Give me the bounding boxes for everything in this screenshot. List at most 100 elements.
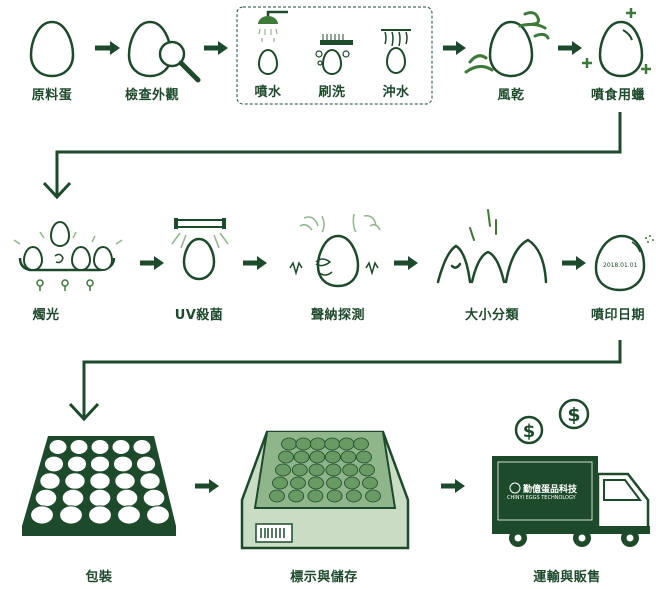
tray-egg [112, 455, 134, 473]
tray-egg [43, 455, 65, 473]
storage-box-icon [240, 430, 410, 550]
box-egg [281, 437, 297, 451]
sort-eggs-icon [436, 238, 548, 284]
box-egg [362, 476, 378, 490]
step-label-brush: 刷洗 [318, 85, 346, 100]
truck-brand: 勤億蛋品科技 [523, 485, 578, 495]
tray-egg [146, 505, 170, 525]
box-egg [293, 450, 310, 464]
tray-egg [30, 505, 54, 525]
magnifier-icon [158, 40, 201, 83]
connector-line [82, 340, 622, 418]
box-egg [324, 437, 341, 451]
sparkle-icon [582, 8, 651, 74]
box-egg [308, 476, 324, 490]
tray-egg [117, 505, 141, 525]
step-label-pack: 包裝 [85, 570, 113, 585]
box-egg [308, 463, 325, 477]
tray-egg [89, 472, 111, 490]
tray-egg [88, 505, 112, 525]
box-egg [345, 489, 362, 503]
tray-egg [69, 439, 89, 455]
tray-egg [61, 488, 85, 508]
box-egg [307, 489, 324, 503]
step-label-sonar: 聲納探測 [310, 308, 366, 323]
box-egg [309, 450, 326, 464]
tray-egg [59, 505, 83, 525]
tray-egg [135, 455, 157, 473]
step-label-wax: 噴食用蠟 [590, 88, 646, 103]
tray-egg [114, 472, 136, 490]
truck-icon [492, 456, 650, 547]
svg-text:$: $ [523, 421, 536, 442]
box-egg [342, 463, 359, 477]
tray-egg [90, 439, 110, 455]
step-label-sort: 大小分類 [464, 308, 520, 323]
connector-arrow-head [68, 402, 100, 422]
box-egg [324, 450, 341, 464]
box-egg [325, 463, 342, 477]
step-label-uv: UV殺菌 [174, 308, 224, 323]
tray-egg [89, 455, 111, 473]
box-egg [309, 437, 326, 451]
egg-date-stamp: 2018.01.01 [603, 262, 638, 269]
step-label-spray-water: 噴水 [254, 85, 282, 100]
box-egg [275, 463, 291, 477]
brush-icon [315, 34, 353, 76]
wind-icon [464, 11, 550, 74]
rinse-icon [381, 29, 411, 75]
tray-egg [132, 439, 152, 455]
date-stamp-icon [594, 234, 654, 292]
step-label-inspect: 檢查外觀 [124, 88, 180, 103]
dry-egg-icon [488, 20, 534, 78]
step-label-dry: 風乾 [497, 88, 525, 103]
box-egg [340, 450, 357, 464]
dollar-coin-icon: $ $ [514, 398, 590, 445]
washing-group-box [236, 6, 433, 105]
egg-tray-icon [22, 436, 176, 536]
tray-egg [48, 439, 68, 455]
box-egg [359, 463, 375, 477]
box-egg [326, 489, 343, 503]
tray-egg [88, 488, 112, 508]
tray-egg [39, 472, 61, 490]
box-egg [365, 489, 381, 503]
tray-egg [64, 472, 86, 490]
connector-arrow-head [42, 181, 72, 200]
box-egg [344, 476, 360, 490]
box-egg [295, 437, 312, 451]
step-label-raw-egg: 原料蛋 [31, 88, 73, 103]
tray-egg [142, 488, 166, 508]
box-egg [338, 437, 355, 451]
connector-line [55, 112, 622, 196]
box-egg [288, 489, 305, 503]
tray-egg [139, 472, 161, 490]
sound-wave-icon [289, 213, 381, 288]
box-egg [290, 476, 306, 490]
box-egg [326, 476, 342, 490]
svg-text:$: $ [567, 404, 580, 426]
tray-egg [66, 455, 88, 473]
tray-egg [111, 439, 131, 455]
uv-lamp-icon [171, 218, 229, 281]
box-egg [269, 489, 285, 503]
box-egg [291, 463, 308, 477]
box-egg [353, 437, 369, 451]
flow-arrow-head [110, 41, 120, 55]
step-label-label-store: 標示與儲存 [290, 570, 358, 585]
wax-egg-icon [598, 20, 644, 78]
tray-egg [34, 488, 58, 508]
box-egg [356, 450, 372, 464]
step-label-ship-sell: 運輸與販售 [533, 570, 601, 585]
shower-icon [257, 10, 288, 76]
candle-light-icon [13, 220, 123, 291]
egg-icon [29, 20, 75, 78]
box-egg [278, 450, 294, 464]
tray-egg [115, 488, 139, 508]
step-label-rinse: 沖水 [382, 85, 410, 100]
box-egg [272, 476, 288, 490]
step-label-candling: 燭光 [32, 308, 60, 323]
truck-brand-en: CHINYI EGGS TECHNOLOGY [507, 495, 576, 501]
step-label-date-print: 噴印日期 [590, 308, 646, 323]
